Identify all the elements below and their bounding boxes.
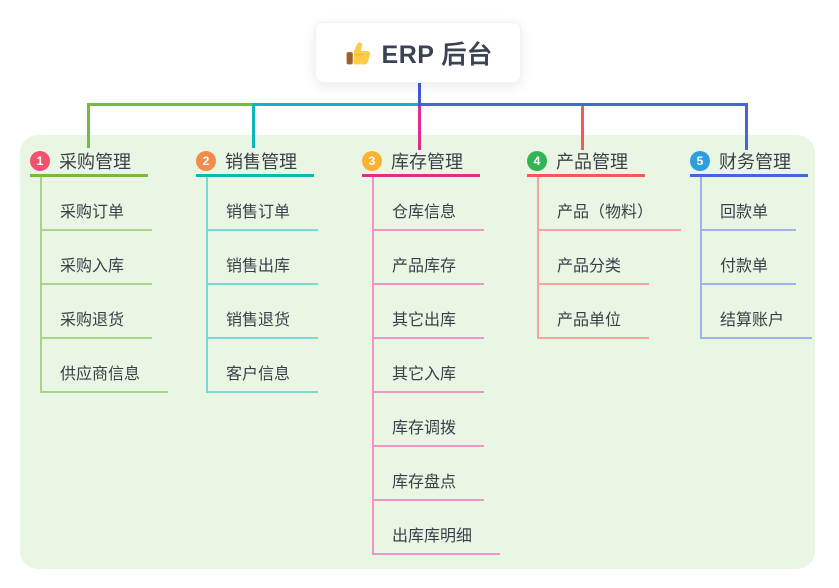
child-node-label: 其它出库 <box>374 306 485 339</box>
branch-5-header[interactable]: 5 财务管理 <box>690 147 808 177</box>
child-node-label: 产品分类 <box>539 252 650 285</box>
child-node-label: 销售退货 <box>208 306 319 339</box>
mindmap-child-node[interactable]: 销售出库 <box>208 231 319 285</box>
connector-branch-2 <box>252 103 255 148</box>
child-node-label: 其它入库 <box>374 360 485 393</box>
branch-5-number-badge: 5 <box>690 150 710 171</box>
bus-line-branch-5 <box>418 103 748 106</box>
child-node-label: 库存调拨 <box>374 414 485 447</box>
mindmap-child-node[interactable]: 产品分类 <box>539 231 681 285</box>
root-node-title: ERP 后台 <box>381 40 493 69</box>
branch-3-header[interactable]: 3 库存管理 <box>362 147 480 177</box>
child-node-label: 出库库明细 <box>374 522 501 555</box>
branch-3-inventory: 3 库存管理 仓库信息产品库存其它出库其它入库库存调拨库存盘点出库库明细 <box>362 147 501 555</box>
child-node-label: 销售订单 <box>208 198 319 231</box>
branch-1-number-badge: 1 <box>30 150 50 171</box>
child-node-label: 库存盘点 <box>374 468 485 501</box>
mindmap-child-node[interactable]: 付款单 <box>702 231 812 285</box>
child-node-label: 付款单 <box>702 252 797 285</box>
branch-2-title: 销售管理 <box>225 151 297 172</box>
mindmap-child-node[interactable]: 其它入库 <box>374 339 500 393</box>
child-node-label: 回款单 <box>702 198 797 231</box>
branch-3-title: 库存管理 <box>391 151 463 172</box>
branch-4-product: 4 产品管理 产品（物料） 产品分类产品单位 <box>527 147 682 339</box>
child-node-label: 产品单位 <box>539 306 650 339</box>
branch-2-header[interactable]: 2 销售管理 <box>196 147 314 177</box>
connector-branch-5 <box>745 103 748 150</box>
mindmap-child-node[interactable]: 仓库信息 <box>374 177 500 231</box>
branch-1-procurement: 1 采购管理 采购订单采购入库采购退货供应商信息 <box>30 147 169 393</box>
mindmap-child-node[interactable]: 出库库明细 <box>374 501 501 555</box>
mindmap-child-node[interactable]: 产品单位 <box>539 285 681 339</box>
branch-4-number-badge: 4 <box>527 150 547 171</box>
mindmap-panel <box>20 135 815 569</box>
branch-2-children: 销售订单销售出库销售退货客户信息 <box>206 177 319 393</box>
branch-4-children: 产品（物料） 产品分类产品单位 <box>537 177 682 339</box>
child-node-label: 结算账户 <box>702 306 813 339</box>
mindmap-child-node[interactable]: 产品（物料） <box>539 177 682 231</box>
connector-branch-3 <box>418 106 421 150</box>
thumbs-up-icon <box>346 41 370 64</box>
mindmap-child-node[interactable]: 库存调拨 <box>374 393 500 447</box>
mindmap-child-node[interactable]: 采购入库 <box>42 231 168 285</box>
mindmap-child-node[interactable]: 产品库存 <box>374 231 500 285</box>
mindmap-child-node[interactable]: 结算账户 <box>702 285 813 339</box>
branch-5-children: 回款单付款单结算账户 <box>700 177 813 339</box>
child-node-label: 销售出库 <box>208 252 319 285</box>
branch-4-header[interactable]: 4 产品管理 <box>527 147 645 177</box>
branch-1-children: 采购订单采购入库采购退货供应商信息 <box>40 177 169 393</box>
connector-branch-4 <box>581 106 584 150</box>
branch-4-title: 产品管理 <box>556 151 628 172</box>
branch-3-children: 仓库信息产品库存其它出库其它入库库存调拨库存盘点出库库明细 <box>372 177 501 555</box>
child-node-label: 采购退货 <box>42 306 153 339</box>
mindmap-child-node[interactable]: 库存盘点 <box>374 447 500 501</box>
branch-5-title: 财务管理 <box>719 151 791 172</box>
mindmap-child-node[interactable]: 采购订单 <box>42 177 168 231</box>
child-node-label: 仓库信息 <box>374 198 485 231</box>
child-node-label: 客户信息 <box>208 360 319 393</box>
branch-3-number-badge: 3 <box>362 150 382 171</box>
mindmap-child-node[interactable]: 销售订单 <box>208 177 319 231</box>
mindmap-child-node[interactable]: 销售退货 <box>208 285 319 339</box>
mindmap-child-node[interactable]: 采购退货 <box>42 285 168 339</box>
mindmap-child-node[interactable]: 回款单 <box>702 177 812 231</box>
child-node-label: 产品库存 <box>374 252 485 285</box>
child-node-label: 采购订单 <box>42 198 153 231</box>
bus-line-branch-2 <box>252 103 418 106</box>
root-node-erp[interactable]: ERP 后台 <box>315 22 521 83</box>
branch-2-sales: 2 销售管理 销售订单销售出库销售退货客户信息 <box>196 147 319 393</box>
mindmap-child-node[interactable]: 供应商信息 <box>42 339 169 393</box>
mindmap-child-node[interactable]: 其它出库 <box>374 285 500 339</box>
child-node-label: 产品（物料） <box>539 198 682 231</box>
branch-2-number-badge: 2 <box>196 150 216 171</box>
connector-root <box>418 83 421 106</box>
mindmap-child-node[interactable]: 客户信息 <box>208 339 319 393</box>
branch-5-finance: 5 财务管理 回款单付款单结算账户 <box>690 147 813 339</box>
branch-1-header[interactable]: 1 采购管理 <box>30 147 148 177</box>
branch-1-title: 采购管理 <box>59 151 131 172</box>
child-node-label: 采购入库 <box>42 252 153 285</box>
child-node-label: 供应商信息 <box>42 360 169 393</box>
connector-branch-1 <box>87 103 90 148</box>
